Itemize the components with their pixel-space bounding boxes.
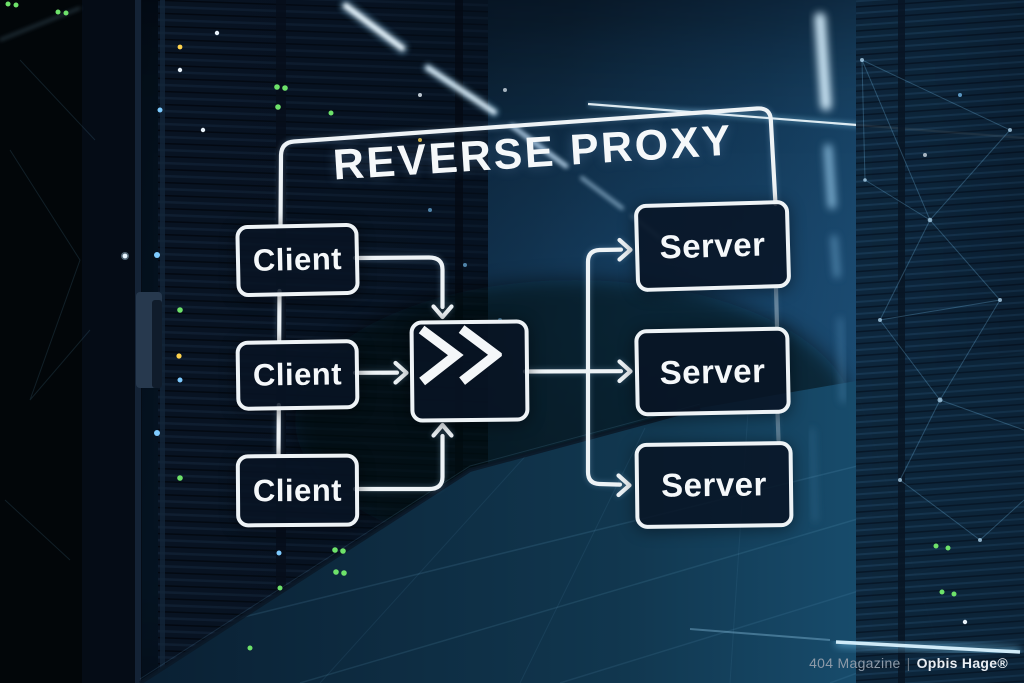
forward-chevrons-icon [418, 325, 503, 386]
diagram-frame [278, 106, 778, 229]
client-node-2: Client [235, 339, 360, 411]
server-node-1: Server [633, 199, 792, 293]
watermark-separator: | [906, 655, 911, 671]
client-node-1: Client [235, 222, 360, 298]
watermark-brand: Opbis Hage® [916, 655, 1008, 671]
watermark: 404 Magazine | Opbis Hage® [809, 655, 1008, 671]
server-node-3: Server [634, 441, 794, 529]
client-node-3: Client [235, 453, 360, 528]
watermark-magazine: 404 Magazine [809, 655, 901, 671]
reverse-proxy-node [409, 319, 530, 423]
server-node-2: Server [634, 326, 791, 417]
